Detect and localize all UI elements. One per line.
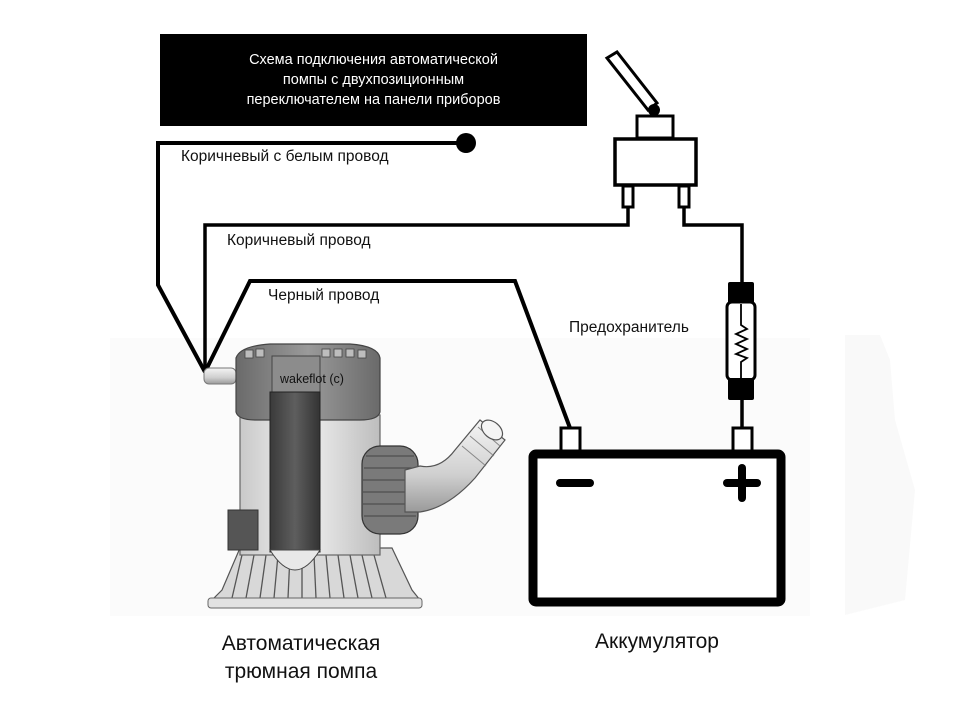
wire-brown-white [156,133,476,373]
switch-lever [604,50,660,113]
dashboard-connection-dot [456,133,476,153]
pump-foot [207,597,423,609]
switch-collar [635,114,675,140]
battery-terminal-positive [731,426,754,454]
float-top [271,355,321,393]
fuse-element [733,304,750,380]
switch-terminal-right [677,184,691,209]
float-tube [269,391,321,553]
label-fuse: Предохранитель [569,319,689,336]
caption-pump: Автоматическая трюмная помпа [206,630,396,686]
switch-terminal-left [621,184,635,209]
wire-black [203,279,572,429]
float-bottom [269,549,321,571]
background-shape [845,335,915,615]
switch-body [613,137,698,187]
switch-pivot [648,104,660,116]
label-brown-wire: Коричневый провод [227,232,371,249]
pump-clip [227,509,259,551]
pump-fins [231,554,387,599]
title-line-3: переключателем на панели приборов [246,92,501,108]
wire-positive [682,208,744,282]
pump-nipple [203,367,237,385]
battery [528,426,786,607]
watermark: wakeflot (c) [280,372,344,386]
label-black-wire: Черный провод [268,287,380,304]
hose-outlet-opening [480,419,504,441]
battery-body [528,449,786,607]
fuse [725,282,757,400]
caption-pump-line-1: Автоматическая [221,632,381,655]
fuse-cap-top [728,282,754,304]
outlet-elbow [404,419,506,513]
wire-brown-path [203,208,630,372]
caption-pump-line-2: трюмная помпа [224,660,378,683]
pump-cap-vents [244,348,367,359]
fuse-cap-bottom [728,378,754,400]
caption-battery: Аккумулятор [595,630,719,653]
bilge-pump [203,343,506,609]
label-brown-white-wire: Коричневый с белым провод [181,148,389,165]
toggle-switch [604,50,698,209]
title-line-2: помпы с двухпозиционным [282,72,465,88]
collar-ribs [363,455,417,517]
diagram-title: Схема подключения автоматической помпы с… [160,34,587,126]
title-line-1: Схема подключения автоматической [249,52,498,68]
battery-terminal-negative [559,426,582,454]
